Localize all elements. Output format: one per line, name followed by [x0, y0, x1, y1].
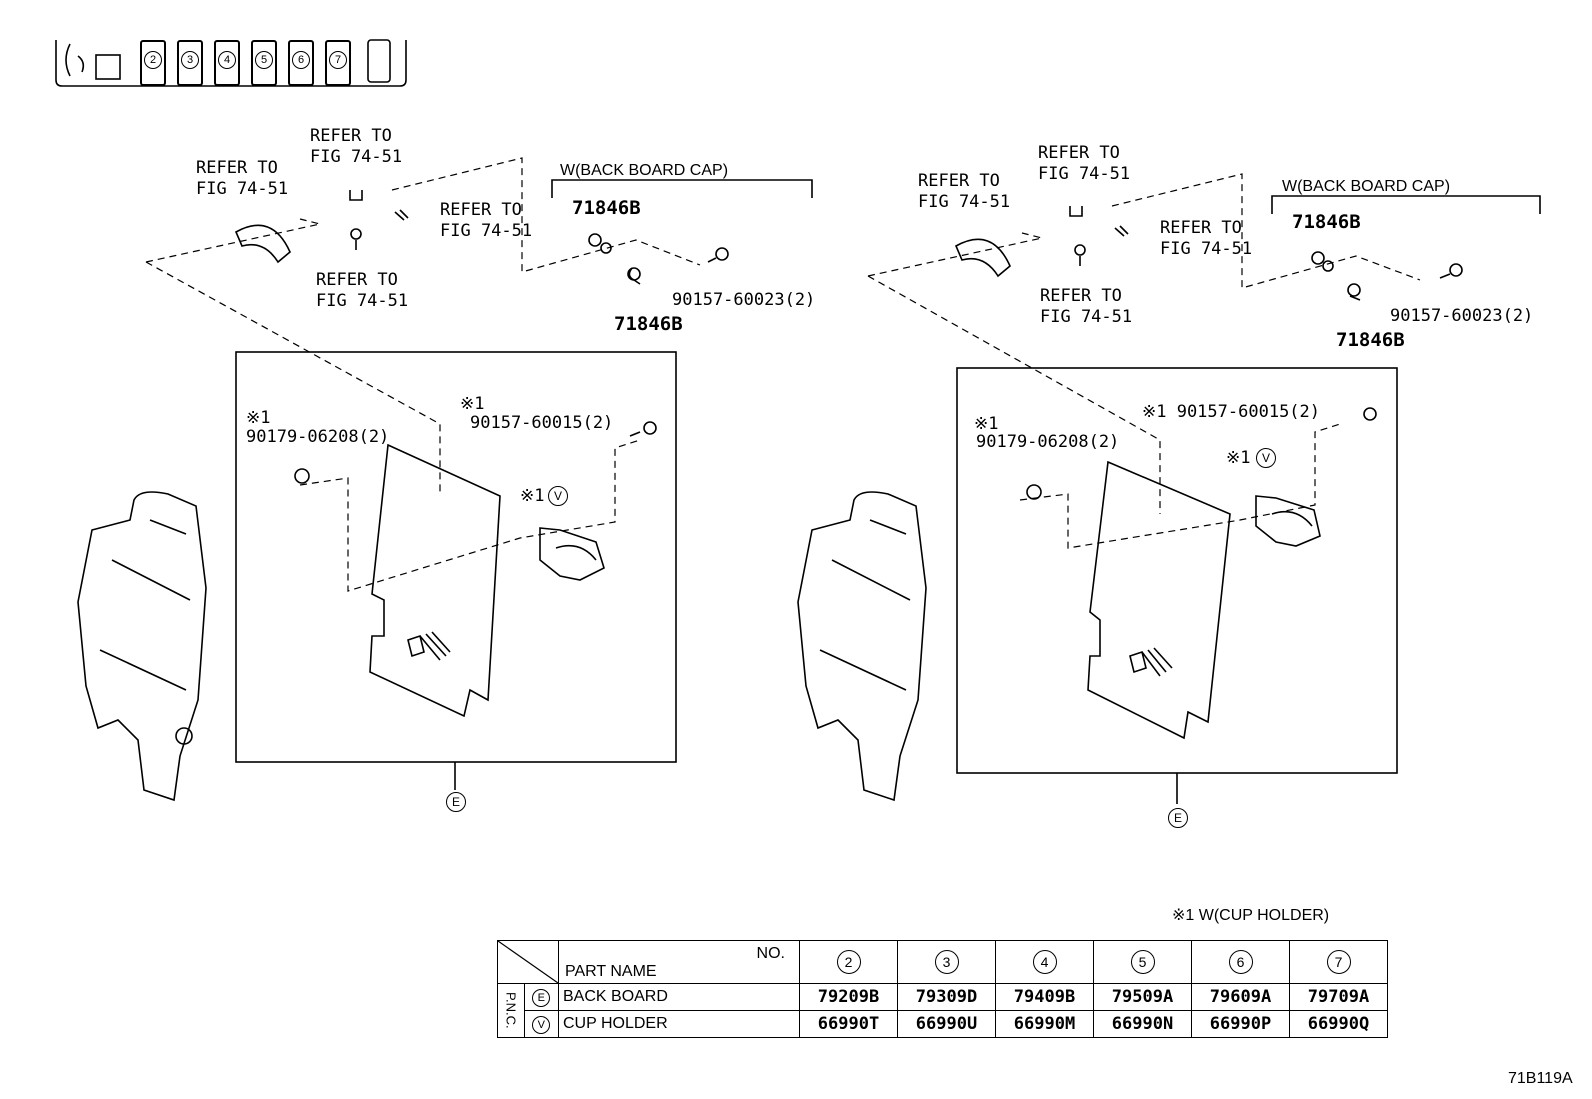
left-part-71846b-top: 71846B — [572, 197, 641, 219]
right-part-71846b-bottom: 71846B — [1336, 329, 1405, 351]
pnc-label: P.N.C. — [497, 983, 525, 1038]
left-assembly — [77, 157, 813, 802]
toolbar-number: 2 — [144, 51, 162, 69]
toolbar-square-icon — [95, 54, 121, 80]
col-header-3: 3 — [897, 940, 996, 984]
footnote: ※1 W(CUP HOLDER) — [1172, 907, 1330, 924]
right-cup-note: ※1 — [1226, 448, 1251, 468]
col-header-7: 7 — [1289, 940, 1388, 984]
left-part-71846b-bottom: 71846B — [614, 313, 683, 335]
toolbar-number: 7 — [329, 51, 347, 69]
row-code: 79509A — [1093, 983, 1192, 1011]
row-name: CUP HOLDER — [558, 1010, 800, 1038]
pnc-table: NO. PART NAME 2 3 4 5 6 7 P.N.C. E BACK … — [497, 940, 1388, 1038]
no-label: NO. — [756, 945, 785, 962]
right-note-a: ※1 — [974, 414, 999, 434]
left-screw-part: 90157-60015(2) — [470, 413, 614, 433]
row-code: 66990T — [799, 1010, 898, 1038]
back-board-box — [235, 351, 677, 763]
left-screw-cap: 90157-60023(2) — [672, 290, 816, 310]
row-code: 79609A — [1191, 983, 1290, 1011]
col-header-5: 5 — [1093, 940, 1192, 984]
left-nut-part: 90179-06208(2) — [246, 427, 390, 447]
col-number: 4 — [1032, 950, 1057, 974]
left-note-a: ※1 — [246, 408, 271, 428]
left-note-b: ※1 — [460, 394, 485, 414]
right-refer-clip: REFER TO FIG 74-51 — [1038, 143, 1131, 184]
back-board-outline — [369, 443, 501, 718]
row-code: 66990N — [1093, 1010, 1192, 1038]
row-symbol: E — [532, 988, 551, 1007]
right-refer-fastener: REFER TO FIG 74-51 — [1160, 218, 1253, 259]
col-number: 7 — [1326, 950, 1351, 974]
handle-shape — [234, 224, 291, 264]
part-name-label: PART NAME — [565, 963, 657, 980]
seat-frame — [77, 491, 207, 802]
left-cup-circle: V — [548, 486, 568, 506]
toolbar-number: 6 — [292, 51, 310, 69]
right-board-circle: E — [1168, 808, 1188, 828]
table-label-cell: NO. PART NAME — [558, 940, 800, 984]
row-code: 66990Q — [1289, 1010, 1388, 1038]
toolbar-item-7: 7 — [325, 40, 351, 86]
right-assembly — [797, 173, 1541, 804]
table-row: P.N.C. E BACK BOARD 79209B 79309D 79409B… — [497, 983, 1388, 1038]
toolbar-number: 4 — [218, 51, 236, 69]
toolbar-bracket — [55, 40, 407, 87]
toolbar-item-6: 6 — [288, 40, 314, 86]
right-part-71846b-top: 71846B — [1292, 211, 1361, 233]
left-cup-note: ※1 — [520, 486, 545, 506]
table-header-row: NO. PART NAME 2 3 4 5 6 7 — [497, 940, 1388, 984]
col-header-4: 4 — [995, 940, 1094, 984]
left-board-circle: E — [446, 792, 466, 812]
right-screw-part: ※1 90157-60015(2) — [1142, 402, 1321, 422]
col-number: 5 — [1130, 950, 1155, 974]
col-number: 2 — [836, 950, 861, 974]
right-refer-screw: REFER TO FIG 74-51 — [1040, 286, 1133, 327]
toolbar-number: 3 — [181, 51, 199, 69]
toolbar-blank-item — [367, 39, 391, 83]
table-corner-cell — [497, 940, 559, 984]
row-code: 66990P — [1191, 1010, 1290, 1038]
left-refer-handle: REFER TO FIG 74-51 — [196, 158, 289, 199]
toolbar-number: 5 — [255, 51, 273, 69]
row-code: 66990U — [897, 1010, 996, 1038]
right-cup-circle: V — [1256, 448, 1276, 468]
toolbar-cord-icon — [65, 43, 85, 77]
toolbar-item-4: 4 — [214, 40, 240, 86]
left-refer-clip: REFER TO FIG 74-51 — [310, 126, 403, 167]
left-refer-screw: REFER TO FIG 74-51 — [316, 270, 409, 311]
right-cap-header: W(BACK BOARD CAP) — [1282, 178, 1451, 195]
row-code: 79409B — [995, 983, 1094, 1011]
row-code: 79709A — [1289, 983, 1388, 1011]
col-number: 3 — [934, 950, 959, 974]
row-code: 79309D — [897, 983, 996, 1011]
row-code: 66990M — [995, 1010, 1094, 1038]
diagonal-line — [498, 941, 558, 983]
col-header-2: 2 — [799, 940, 898, 984]
left-refer-fastener: REFER TO FIG 74-51 — [440, 200, 533, 241]
left-cap-header: W(BACK BOARD CAP) — [560, 162, 729, 179]
col-header-6: 6 — [1191, 940, 1290, 984]
right-refer-handle: REFER TO FIG 74-51 — [918, 171, 1011, 212]
cup-holder-shape — [539, 527, 605, 581]
table-row: V CUP HOLDER 66990T 66990U 66990M 66990N… — [498, 1010, 1388, 1038]
row-name: BACK BOARD — [558, 983, 800, 1011]
right-screw-cap: 90157-60023(2) — [1390, 306, 1534, 326]
row-code: 79209B — [799, 983, 898, 1011]
right-nut-part: 90179-06208(2) — [976, 432, 1120, 452]
figure-id: 71B119A — [1508, 1070, 1573, 1087]
col-number: 6 — [1228, 950, 1253, 974]
row-symbol: V — [532, 1015, 551, 1034]
row-symbol-cell: V — [523, 1010, 560, 1038]
toolbar-item-5: 5 — [251, 40, 277, 86]
row-symbol-cell: E — [523, 983, 560, 1011]
toolbar-item-3: 3 — [177, 40, 203, 86]
toolbar-item-2: 2 — [140, 40, 166, 86]
